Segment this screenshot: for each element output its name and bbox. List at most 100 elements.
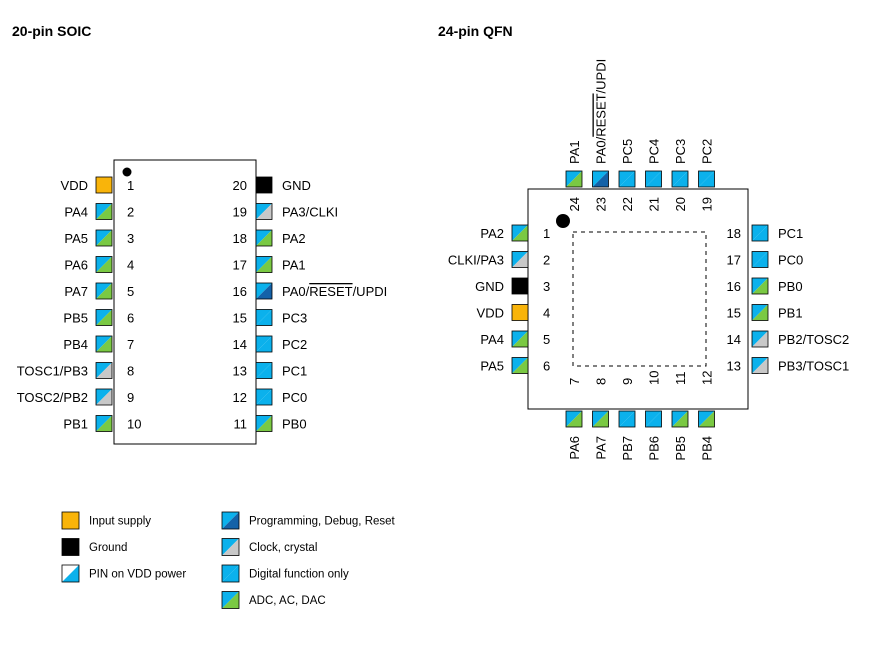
qfn-pin-13-number: 13 (727, 359, 741, 374)
qfn-pin-5-marker (511, 330, 529, 348)
qfn-pin-17-name: PC0 (778, 253, 803, 268)
soic-pin-13-name: PC1 (282, 364, 307, 379)
qfn-pin-22-number: 22 (620, 197, 635, 211)
qfn-pin-11-number: 11 (673, 372, 688, 386)
qfn-pin-19-name: PC2 (700, 139, 715, 164)
soic-pin-4-marker (95, 256, 113, 273)
qfn-pin-22-name: PC5 (620, 139, 635, 164)
soic-pin-19-number: 19 (233, 205, 247, 220)
qfn-pin-13-name: PB3/TOSC1 (778, 359, 849, 374)
qfn-pin-22-marker (618, 170, 636, 188)
qfn-pin-13-marker (751, 357, 769, 374)
qfn-pin-19-number: 19 (700, 197, 715, 211)
qfn-pin-24-number: 24 (567, 197, 582, 211)
soic-pin-3-marker (95, 229, 113, 247)
soic-pin-15-number: 15 (233, 311, 247, 326)
qfn-pin-21-name: PC4 (647, 139, 662, 164)
qfn-pin-7-number: 7 (567, 378, 582, 385)
soic-pin-10-number: 10 (127, 417, 141, 432)
qfn-pin-6-name: PA5 (480, 359, 504, 374)
soic-title: 20-pin SOIC (12, 23, 91, 39)
soic-pin-8-name: TOSC1/PB3 (17, 364, 88, 379)
soic-pin-1-marker (95, 176, 113, 194)
soic-pin-5-number: 5 (127, 284, 134, 299)
soic-pin1-marker (122, 167, 132, 177)
qfn-pin-20-marker (671, 170, 689, 188)
qfn-pin-10-name: PB6 (647, 436, 662, 461)
qfn-pin-3-marker (511, 277, 529, 295)
soic-pin-9-marker (95, 388, 113, 406)
soic-pin-20-marker (255, 176, 273, 194)
soic-pin-14-number: 14 (233, 337, 247, 352)
qfn-pin-15-number: 15 (727, 306, 741, 321)
qfn-exposed-pad (572, 231, 707, 367)
legend-programming-debug-reset-label: Programming, Debug, Reset (249, 516, 396, 528)
qfn-pin-8-number: 8 (594, 378, 609, 385)
legend-ground-swatch (61, 538, 80, 556)
qfn-pin-4-number: 4 (543, 306, 550, 321)
qfn-pin-1-marker (511, 224, 529, 242)
legend-pin-on-vdd-power-swatch (61, 564, 80, 583)
soic-pin-4-name: PA6 (64, 258, 88, 273)
soic-pin-18-number: 18 (233, 231, 247, 246)
qfn-pin-18-marker (751, 224, 769, 242)
soic-pin-13-number: 13 (233, 364, 247, 379)
qfn-pin-16-number: 16 (727, 279, 741, 294)
legend-pin-on-vdd-power-label: PIN on VDD power (89, 569, 186, 581)
qfn-pin-11-marker (671, 410, 689, 428)
qfn-pin-12-marker (698, 410, 715, 428)
qfn-pin-2-marker (511, 251, 529, 268)
soic-pin-5-name: PA7 (64, 284, 88, 299)
qfn-pin-12-number: 12 (700, 371, 715, 385)
soic-pin-16-number: 16 (233, 284, 247, 299)
qfn-pin-7-name: PA6 (567, 436, 582, 460)
qfn-pin-8-name: PA7 (594, 436, 609, 460)
qfn-pin-12-name: PB4 (700, 436, 715, 461)
soic-pin-9-name: TOSC2/PB2 (17, 390, 88, 405)
soic-pin-17-number: 17 (233, 258, 247, 273)
qfn-pin-15-name: PB1 (778, 306, 803, 321)
soic-pin-18-marker (255, 229, 273, 247)
qfn-pin-15-marker (751, 304, 769, 321)
legend-digital-function-only-label: Digital function only (249, 569, 349, 581)
soic-pin-9-number: 9 (127, 390, 134, 405)
soic-pin-6-marker (95, 309, 113, 326)
qfn-pin-3-name: GND (475, 279, 504, 294)
soic-pin-2-name: PA4 (64, 205, 88, 220)
qfn-pin-6-number: 6 (543, 359, 550, 374)
qfn-pin-14-number: 14 (727, 332, 741, 347)
qfn-pin-20-name: PC3 (673, 139, 688, 164)
soic-pin-15-name: PC3 (282, 311, 307, 326)
soic-pin-12-number: 12 (233, 390, 247, 405)
soic-pin-13-marker (255, 362, 273, 379)
soic-pin-19-marker (255, 203, 273, 220)
soic-pin-19-name: PA3/CLKI (282, 205, 338, 220)
qfn-pin-23-name: PA0/RESET/UPDI (594, 59, 609, 164)
soic-pin-4-number: 4 (127, 258, 134, 273)
qfn-pin-1-name: PA2 (480, 226, 504, 241)
soic-pin-17-marker (255, 256, 273, 273)
qfn-pin-4-name: VDD (477, 306, 504, 321)
soic-pin-7-name: PB4 (63, 337, 88, 352)
soic-pin-15-marker (255, 309, 273, 326)
soic-pin-7-number: 7 (127, 337, 134, 352)
soic-pin-3-name: PA5 (64, 231, 88, 246)
qfn-pin-2-number: 2 (543, 253, 550, 268)
qfn-pin-24-name: PA1 (567, 140, 582, 164)
soic-pin-6-name: PB5 (63, 311, 88, 326)
qfn-pin-21-number: 21 (647, 197, 662, 211)
soic-pin-1-number: 1 (127, 178, 134, 193)
qfn-pin-5-number: 5 (543, 332, 550, 347)
soic-pin-18-name: PA2 (282, 231, 306, 246)
legend-input-supply-swatch (61, 511, 80, 530)
qfn-pin-16-name: PB0 (778, 279, 803, 294)
soic-pin-16-marker (255, 282, 273, 300)
qfn-pin-14-name: PB2/TOSC2 (778, 332, 849, 347)
legend-adc-ac-dac-swatch (221, 591, 240, 609)
qfn-pin-8-marker (592, 410, 609, 428)
legend-clock-crystal-label: Clock, crystal (249, 542, 317, 554)
qfn-pin-10-marker (645, 410, 662, 428)
soic-pin-10-marker (95, 415, 113, 432)
qfn-pin-24-marker (565, 170, 583, 188)
